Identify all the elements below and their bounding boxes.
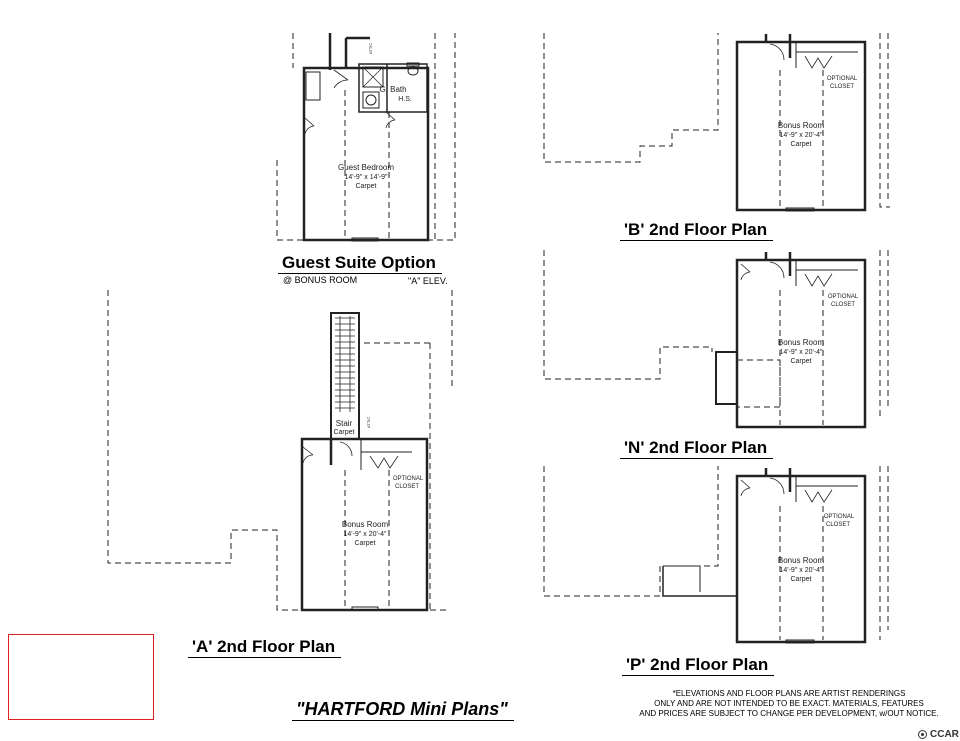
plan-a-closet-line2: CLOSET (395, 484, 419, 490)
guest-suite-plan (276, 33, 456, 242)
guest-bath-label: G. Bath (379, 85, 406, 94)
plan-b-room-dims: 14'-9" x 20'-4" (779, 132, 823, 139)
plan-b (543, 33, 890, 212)
plan-b-closet-line2: CLOSET (830, 84, 854, 90)
guest-attic-label: ATTIC (368, 43, 373, 54)
plan-a-room-floor: Carpet (354, 540, 375, 547)
plan-p-title: 'P' 2nd Floor Plan (622, 656, 775, 676)
ccar-logo-icon (918, 730, 927, 739)
plan-p-room-dims: 14'-9" x 20'-4" (779, 567, 823, 574)
plan-n (543, 250, 889, 429)
plan-p-closet-line2: CLOSET (826, 522, 850, 528)
disclaimer-notice: *ELEVATIONS AND FLOOR PLANS ARE ARTIST R… (636, 689, 942, 719)
plan-b-title: 'B' 2nd Floor Plan (620, 221, 774, 241)
guest-room-dims: 14'-9" x 14'-9" (344, 174, 388, 181)
plan-n-title: 'N' 2nd Floor Plan (620, 439, 774, 459)
sheet-main-title: "HARTFORD Mini Plans" (292, 700, 514, 721)
guest-room-floor: Carpet (355, 183, 376, 190)
plan-p-room-floor: Carpet (790, 576, 811, 583)
ccar-logo: CCAR (918, 729, 959, 740)
plan-a-stair-label: Stair (336, 419, 353, 428)
guest-room-name: Guest Bedroom (338, 163, 394, 172)
plan-a-stair-floor: Carpet (333, 429, 354, 436)
disclaimer-line: ONLY AND ARE NOT INTENDED TO BE EXACT. M… (654, 699, 924, 708)
plan-a (107, 290, 453, 612)
guest-suite-subtitle-right: "A" ELEV. (408, 276, 448, 286)
plan-n-closet-line1: OPTIONAL (828, 294, 859, 300)
plan-n-room-floor: Carpet (790, 358, 811, 365)
plan-p-room-name: Bonus Room (778, 556, 825, 565)
disclaimer-line: *ELEVATIONS AND FLOOR PLANS ARE ARTIST R… (672, 689, 906, 698)
plan-a-closet-line1: OPTIONAL (393, 476, 424, 482)
plan-b-closet-line1: OPTIONAL (827, 76, 858, 82)
disclaimer-line: AND PRICES ARE SUBJECT TO CHANGE PER DEV… (639, 709, 939, 718)
plan-n-room-dims: 14'-9" x 20'-4" (779, 349, 823, 356)
plan-a-room-name: Bonus Room (342, 520, 389, 529)
plan-a-attic-label: ATTIC (366, 417, 371, 428)
guest-suite-subtitle-left: @ BONUS ROOM (283, 275, 358, 285)
ccar-logo-text: CCAR (930, 729, 959, 740)
plan-b-room-name: Bonus Room (778, 121, 825, 130)
guest-bath-sub: H.S. (398, 96, 412, 103)
plan-p (543, 466, 889, 644)
plan-a-title: 'A' 2nd Floor Plan (188, 638, 342, 658)
red-highlight-box (8, 634, 154, 720)
plan-a-room-dims: 14'-9" x 20'-4" (343, 531, 387, 538)
plan-n-closet-line2: CLOSET (831, 302, 855, 308)
plan-n-room-name: Bonus Room (778, 338, 825, 347)
plan-b-room-floor: Carpet (790, 141, 811, 148)
guest-suite-title: Guest Suite Option (278, 254, 442, 274)
plan-p-closet-line1: OPTIONAL (824, 514, 855, 520)
